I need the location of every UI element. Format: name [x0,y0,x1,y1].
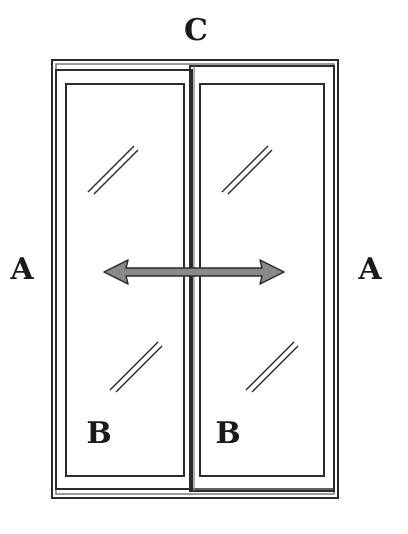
right-panel-glass [199,83,325,477]
left-panel-frame [55,69,193,490]
label-top-c: C [184,13,208,48]
glass-glare-icon [109,341,163,393]
right-panel-frame [189,65,335,492]
outer-frame [51,59,339,499]
glass-glare-icon [221,145,273,195]
label-right-a: A [357,252,382,287]
glass-glare-icon [245,341,299,393]
left-panel-glass [65,83,185,477]
label-left-a: A [9,252,34,287]
label-panel-left-b: B [86,416,111,451]
label-panel-right-b: B [215,416,240,451]
double-arrow-icon [103,259,285,285]
glass-glare-icon [87,145,139,195]
